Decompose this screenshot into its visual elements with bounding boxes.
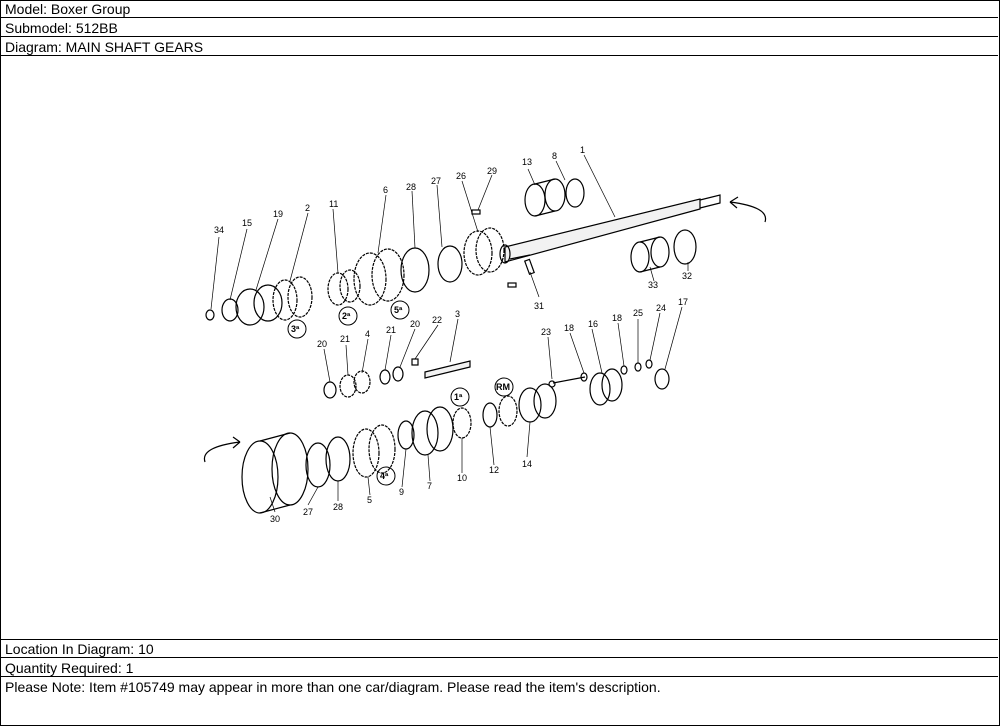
synchro-7 bbox=[411, 410, 439, 456]
nut-17 bbox=[654, 368, 670, 390]
pin-23 bbox=[552, 376, 586, 384]
callout-24: 24 bbox=[656, 303, 666, 313]
gear-label-rm: RM bbox=[496, 382, 510, 392]
callout-20b: 20 bbox=[410, 319, 420, 329]
callout-13: 13 bbox=[522, 157, 532, 167]
callout-4: 4 bbox=[365, 329, 370, 339]
callout-3: 3 bbox=[455, 309, 460, 319]
callout-33: 33 bbox=[648, 280, 658, 290]
gear-2 bbox=[272, 279, 298, 321]
callout-26: 26 bbox=[456, 171, 466, 181]
callout-32: 32 bbox=[682, 271, 692, 281]
rotation-arrow-bottom bbox=[203, 441, 241, 463]
gear-label-3: 3ª bbox=[291, 324, 300, 334]
main-shaft-gears-drawing: 3ª 2ª 5ª 1ª RM 4ª bbox=[203, 145, 767, 524]
ring-20 bbox=[323, 381, 337, 399]
callout-30: 30 bbox=[270, 514, 280, 524]
diagram-title: Diagram: MAIN SHAFT GEARS bbox=[0, 38, 998, 56]
gear-4 bbox=[339, 374, 357, 398]
callout-21b: 21 bbox=[386, 325, 396, 335]
callout-18: 18 bbox=[564, 323, 574, 333]
bushing-33 bbox=[630, 241, 650, 273]
note-line: Please Note: Item #105749 may appear in … bbox=[5, 679, 661, 695]
callout-17: 17 bbox=[678, 297, 688, 307]
callout-27: 27 bbox=[431, 176, 441, 186]
submodel-line: Submodel: 512BB bbox=[0, 19, 998, 37]
gear-label-1: 1ª bbox=[454, 392, 463, 402]
shaft-3 bbox=[424, 360, 471, 379]
callout-31: 31 bbox=[534, 301, 544, 311]
bearing-19 bbox=[235, 288, 265, 326]
callout-6: 6 bbox=[383, 185, 388, 195]
callout-12: 12 bbox=[489, 465, 499, 475]
clip-29a bbox=[507, 282, 517, 288]
nut-34 bbox=[205, 309, 215, 321]
gear-label-4: 4ª bbox=[380, 471, 389, 481]
callout-28: 28 bbox=[406, 182, 416, 192]
callout-21: 21 bbox=[340, 334, 350, 344]
washer-18b bbox=[620, 365, 628, 375]
callout-5: 5 bbox=[367, 495, 372, 505]
washer-25 bbox=[634, 362, 642, 372]
bushing-8 bbox=[565, 178, 585, 208]
model-line: Model: Boxer Group bbox=[0, 0, 998, 18]
parts-diagram: 3ª 2ª 5ª 1ª RM 4ª bbox=[0, 57, 998, 640]
callout-23: 23 bbox=[541, 327, 551, 337]
gear-label-5: 5ª bbox=[394, 305, 403, 315]
main-shaft bbox=[504, 198, 701, 263]
bearing-14 bbox=[518, 387, 542, 423]
callout-16: 16 bbox=[588, 319, 598, 329]
bearing-13 bbox=[524, 183, 546, 217]
callout-11: 11 bbox=[329, 199, 338, 209]
callout-18b: 18 bbox=[612, 313, 622, 323]
callout-34: 34 bbox=[214, 225, 224, 235]
callout-14: 14 bbox=[522, 459, 532, 469]
callout-19: 19 bbox=[273, 209, 283, 219]
gear-5 bbox=[352, 428, 380, 478]
callout-9: 9 bbox=[399, 487, 404, 497]
callout-27b: 27 bbox=[303, 507, 313, 517]
ring-27 bbox=[437, 245, 463, 283]
washer-24 bbox=[645, 359, 653, 369]
callout-29: 29 bbox=[487, 166, 497, 176]
bearing-32 bbox=[673, 229, 697, 265]
part-22 bbox=[411, 358, 419, 366]
callout-7: 7 bbox=[427, 481, 432, 491]
gear-label-2: 2ª bbox=[342, 311, 351, 321]
location-line: Location In Diagram: 10 bbox=[0, 640, 998, 658]
callout-20: 20 bbox=[317, 339, 327, 349]
callout-15: 15 bbox=[242, 218, 252, 228]
callout-2: 2 bbox=[305, 203, 310, 213]
ring-12 bbox=[482, 402, 498, 428]
ring-20b bbox=[392, 366, 404, 382]
key-31 bbox=[523, 258, 535, 276]
clip-29 bbox=[471, 209, 481, 215]
callout-25: 25 bbox=[633, 308, 643, 318]
gear-10 bbox=[452, 407, 472, 439]
gear-6 bbox=[353, 252, 387, 306]
callout-1: 1 bbox=[580, 145, 585, 155]
callout-10: 10 bbox=[457, 473, 467, 483]
callout-22: 22 bbox=[432, 315, 442, 325]
callout-28b: 28 bbox=[333, 502, 343, 512]
ring-28 bbox=[400, 247, 430, 293]
callout-8: 8 bbox=[552, 151, 557, 161]
rotation-arrow-top bbox=[729, 201, 767, 223]
quantity-line: Quantity Required: 1 bbox=[0, 659, 998, 677]
ring-16 bbox=[589, 372, 611, 406]
